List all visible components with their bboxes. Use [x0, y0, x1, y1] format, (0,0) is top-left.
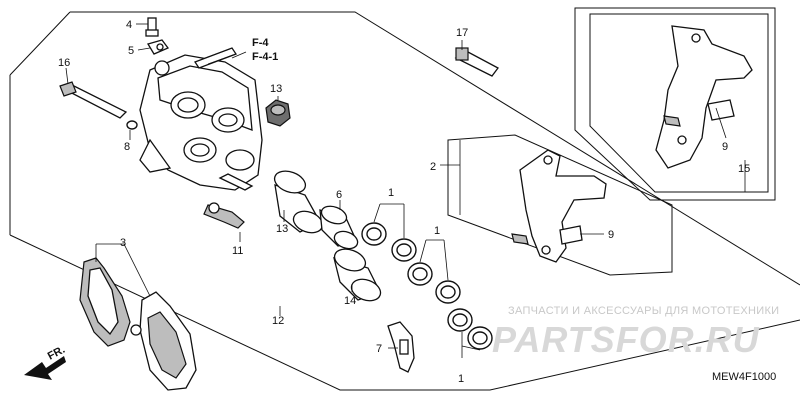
callout-1-lower: 1	[458, 373, 464, 385]
pad-retainer-9-upper	[707, 99, 735, 121]
callout-3: 3	[120, 237, 126, 249]
caliper-body	[139, 47, 263, 191]
watermark-brand: PARTSFOR.RU	[492, 319, 760, 360]
section-ref-f4: F-4	[252, 37, 269, 49]
pad-spring-7	[387, 321, 415, 373]
section-ref-f4-1: F-4-1	[252, 51, 278, 63]
pin-bolt-14	[59, 81, 128, 119]
assembly-frame-15	[9, 11, 800, 391]
callout-4: 4	[126, 19, 132, 31]
brake-pad-3-front	[130, 291, 197, 391]
callout-15: 12	[272, 315, 284, 327]
front-direction-arrow	[24, 356, 66, 380]
callout-8: 8	[124, 141, 130, 153]
pad-retainer-9	[559, 225, 583, 245]
callout-12: 13	[270, 83, 282, 95]
callout-17: 17	[456, 27, 468, 39]
callout-1-middle: 1	[434, 225, 440, 237]
callout-5: 5	[128, 45, 134, 57]
piston-13-upper	[273, 170, 324, 234]
bleed-screw-4	[145, 17, 159, 37]
watermark-caption: ЗАПЧАСТИ И АКСЕССУАРЫ ДЛЯ МОТОТЕХНИКИ	[508, 305, 779, 317]
piston-6	[319, 205, 359, 250]
bracket-box-2	[447, 134, 673, 276]
caliper-bracket-2	[511, 149, 607, 263]
callout-9-lower: 9	[608, 229, 614, 241]
bleed-cap-5	[147, 39, 170, 55]
leader-lines	[65, 23, 746, 358]
callout-6: 6	[336, 189, 342, 201]
brake-pad-3-rear	[79, 257, 131, 347]
seal-set-1-lower	[447, 308, 493, 350]
callout-7: 7	[376, 343, 382, 355]
callout-16: 15	[738, 163, 750, 175]
callout-14: 16	[58, 57, 70, 69]
callout-13-upper: 13	[276, 223, 288, 235]
seal-set-1-upper	[361, 222, 417, 262]
cap-nut-12	[265, 99, 291, 127]
callout-2: 2	[430, 161, 436, 173]
callout-9-upper: 9	[722, 141, 728, 153]
diagram-code: MEW4F1000	[712, 371, 776, 383]
piston-13-lower	[333, 248, 382, 302]
callout-11: 11	[232, 245, 243, 257]
caliper-bracket-16	[655, 25, 753, 169]
callout-13-lower: 14	[344, 295, 356, 307]
washer-8	[126, 120, 138, 130]
seal-set-1-middle	[407, 262, 461, 304]
bolt-17	[454, 47, 499, 77]
callout-1-upper: 1	[388, 187, 394, 199]
bracket-subbox-16-inner	[589, 13, 769, 193]
bleeder-11	[203, 202, 245, 229]
bracket-subbox-16	[574, 7, 776, 201]
